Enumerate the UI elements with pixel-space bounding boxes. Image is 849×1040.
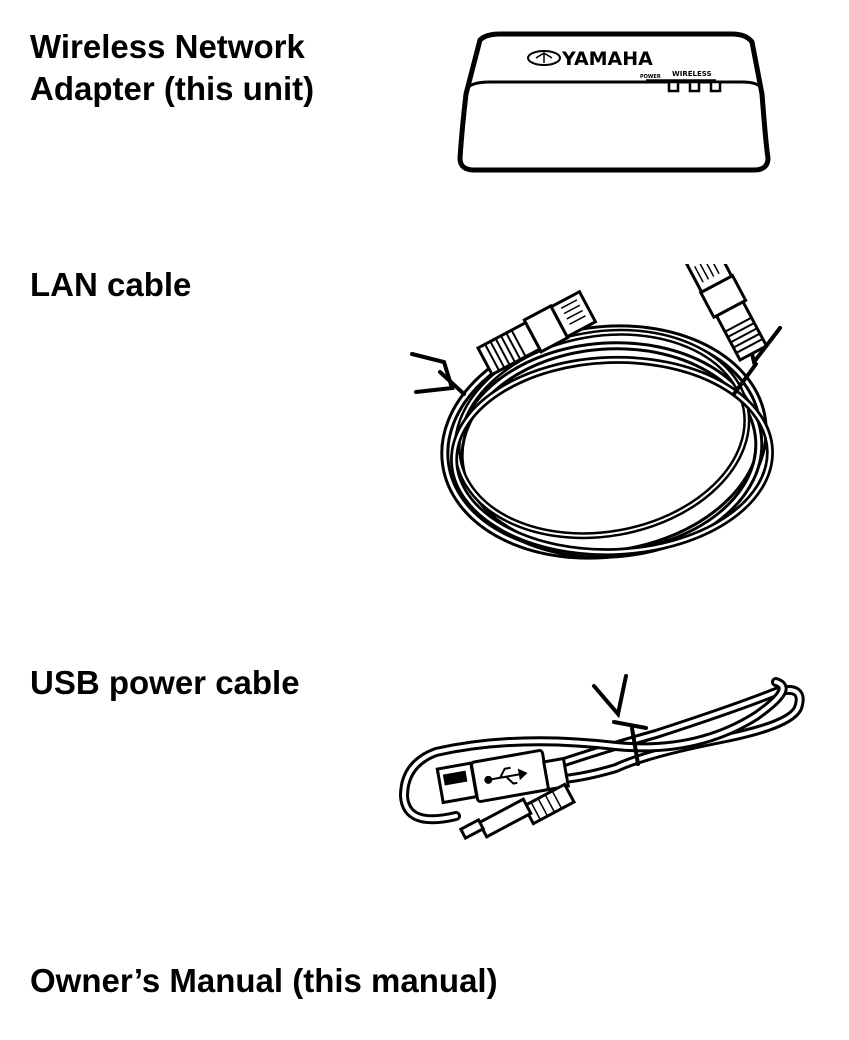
- item-title-line1: Wireless Network: [30, 28, 305, 65]
- usb-cable-icon: [396, 668, 816, 848]
- item-title: LAN cable: [30, 266, 192, 303]
- item-title-line2: Adapter (this unit): [30, 70, 315, 107]
- wireless-network-adapter-icon: YAMAHA WIRELESS POWER: [450, 28, 780, 178]
- brand-text: YAMAHA: [561, 48, 653, 70]
- item-title: USB power cable: [30, 664, 300, 701]
- item-title: Owner’s Manual (this manual): [30, 962, 498, 999]
- status-indicators: [667, 80, 722, 93]
- panel-subtext: POWER: [640, 74, 661, 80]
- yamaha-logo: YAMAHA: [527, 48, 653, 70]
- lan-cable-icon: [404, 264, 804, 574]
- item-title: Wireless Network Adapter (this unit): [30, 26, 314, 110]
- panel-text: WIRELESS: [672, 70, 712, 78]
